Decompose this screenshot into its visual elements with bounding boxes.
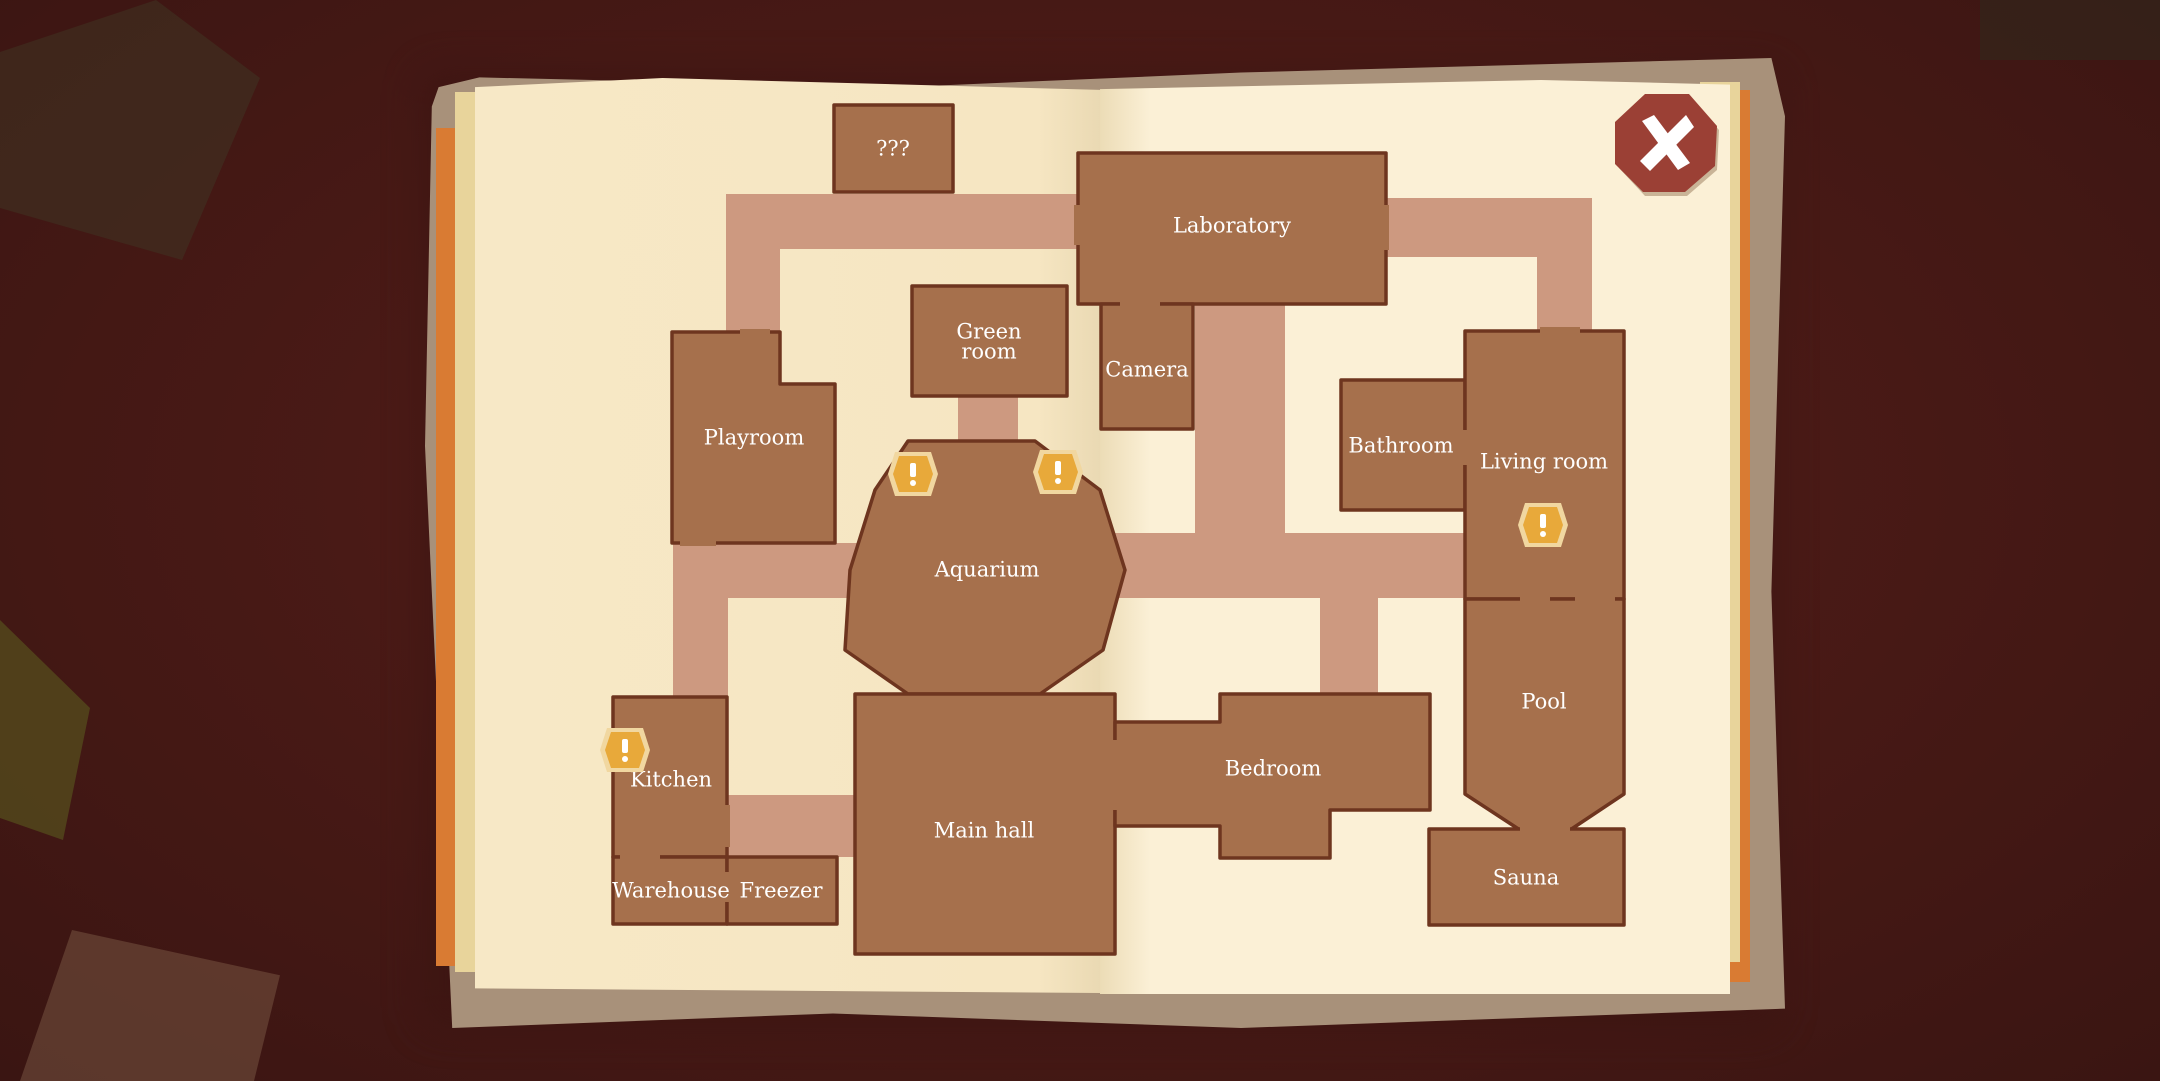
door (1111, 740, 1118, 810)
door (1575, 596, 1615, 603)
label-playroom: Playroom (704, 426, 805, 450)
label-laboratory: Laboratory (1173, 214, 1291, 238)
room-laboratory[interactable] (1076, 151, 1388, 306)
door (723, 872, 730, 902)
door (1120, 300, 1160, 307)
exclamation-icon[interactable] (1033, 450, 1083, 494)
corridor-kitchen-mainhall (727, 795, 857, 857)
label-freezer: Freezer (740, 879, 824, 903)
door (1520, 596, 1550, 603)
room-labels: ??? Laboratory Green room Camera Playroo… (612, 137, 1608, 903)
background-furniture-top-right (1980, 0, 2160, 60)
label-pool: Pool (1521, 690, 1567, 714)
door (1074, 205, 1081, 245)
exclamation-icon[interactable] (600, 728, 650, 772)
label-living-room: Living room (1480, 450, 1608, 474)
label-sauna: Sauna (1493, 866, 1559, 890)
label-bathroom: Bathroom (1348, 434, 1453, 458)
door-openings (620, 205, 1615, 902)
room-playroom[interactable] (670, 330, 837, 545)
room-main-hall[interactable] (853, 692, 1117, 956)
room-camera[interactable] (1099, 302, 1195, 431)
door (1382, 205, 1389, 250)
label-green-room-line2: room (961, 340, 1016, 364)
rooms (611, 103, 1626, 956)
room-sauna[interactable] (1427, 827, 1626, 927)
exclamation-icon[interactable] (888, 452, 938, 496)
label-kitchen: Kitchen (630, 768, 712, 792)
corridor-aquarium-east (1110, 533, 1470, 598)
door (1520, 826, 1570, 833)
label-green-room-line1: Green (956, 320, 1021, 344)
room-pool[interactable] (1463, 597, 1626, 832)
exclamation-icon[interactable] (1518, 503, 1568, 547)
door (723, 805, 730, 847)
corridor-playroom-aquarium (673, 543, 858, 598)
room-bedroom[interactable] (1113, 692, 1432, 860)
label-main-hall: Main hall (934, 819, 1035, 843)
door (1461, 430, 1468, 465)
room-bathroom[interactable] (1339, 378, 1467, 512)
door (620, 853, 660, 860)
corridor-top-left (726, 194, 1080, 333)
corridor-to-bedroom (1320, 595, 1378, 695)
room-kitchen[interactable] (611, 695, 729, 859)
room-unknown[interactable] (832, 103, 955, 194)
label-warehouse: Warehouse (612, 879, 730, 903)
label-camera: Camera (1105, 358, 1189, 382)
corridor-top-right (1385, 198, 1592, 333)
room-green-room[interactable] (910, 284, 1069, 398)
close-button[interactable] (1613, 92, 1721, 198)
close-icon (1640, 115, 1694, 171)
corridor-green-aquarium (958, 394, 1018, 444)
alert-markers (600, 450, 1568, 772)
door (680, 539, 716, 546)
corridor-lab-south (1195, 302, 1285, 537)
label-unknown: ??? (876, 137, 910, 161)
label-aquarium: Aquarium (934, 558, 1040, 582)
door (740, 329, 770, 336)
label-bedroom: Bedroom (1225, 757, 1322, 781)
corridors (673, 194, 1592, 857)
door (1540, 327, 1580, 334)
